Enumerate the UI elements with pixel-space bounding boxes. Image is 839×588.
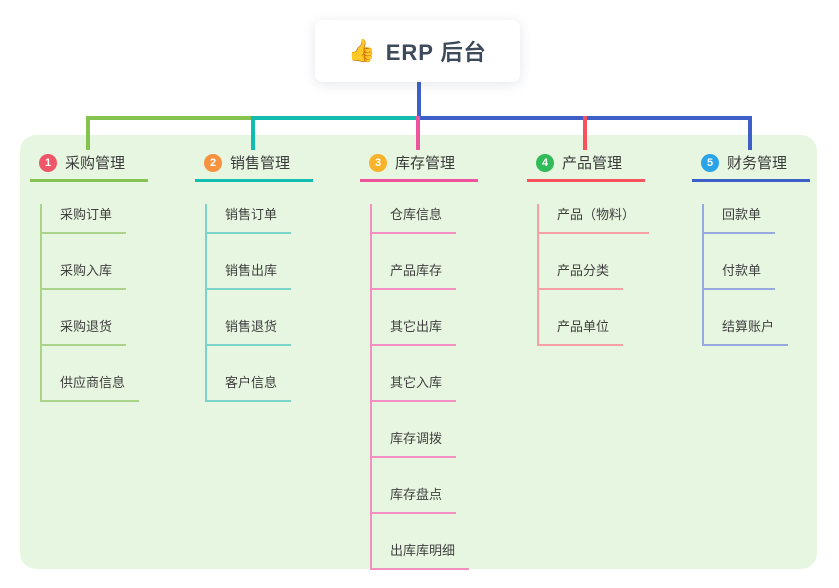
branch-title-node[interactable]: 4 产品管理 <box>527 145 645 182</box>
branch-4: 4 产品管理产品（物料） 产品分类产品单位 <box>527 145 650 346</box>
child-node[interactable]: 出库库明细 <box>372 540 470 570</box>
child-node[interactable]: 客户信息 <box>207 372 292 402</box>
root-node-label: ERP 后台 <box>385 40 487 65</box>
child-node[interactable]: 其它出库 <box>372 316 457 346</box>
bus-segment-1 <box>86 116 255 120</box>
thumbs-up-icon: 👍 <box>348 38 376 63</box>
branch-title-label: 产品管理 <box>562 155 623 172</box>
root-connector-line <box>417 82 421 118</box>
child-node[interactable]: 付款单 <box>704 260 776 290</box>
branch-number-badge: 5 <box>701 153 719 172</box>
branch-children: 仓库信息产品库存其它出库其它入库库存调拨库存盘点出库库明细 <box>370 204 478 570</box>
branch-drop-line-2 <box>251 116 255 150</box>
branch-children: 销售订单销售出库销售退货客户信息 <box>205 204 313 402</box>
child-node[interactable]: 其它入库 <box>372 372 457 402</box>
branch-children: 采购订单采购入库采购退货供应商信息 <box>40 204 148 402</box>
branches-panel <box>20 135 817 569</box>
branch-number-badge: 3 <box>369 153 387 172</box>
branch-number-badge: 1 <box>39 153 57 172</box>
child-node[interactable]: 销售退货 <box>207 316 292 346</box>
branch-2: 2 销售管理销售订单销售出库销售退货客户信息 <box>195 145 313 402</box>
child-node[interactable]: 仓库信息 <box>372 204 457 234</box>
branch-drop-line-3 <box>416 116 420 150</box>
child-node[interactable]: 产品分类 <box>539 260 624 290</box>
child-node[interactable]: 供应商信息 <box>42 372 140 402</box>
child-node[interactable]: 产品（物料） <box>539 204 650 234</box>
branch-children: 回款单付款单结算账户 <box>702 204 810 346</box>
child-node[interactable]: 销售订单 <box>207 204 292 234</box>
branch-title-label: 销售管理 <box>230 155 291 172</box>
child-node[interactable]: 库存调拨 <box>372 428 457 458</box>
branch-drop-line-4 <box>583 116 587 150</box>
branch-title-node[interactable]: 1 采购管理 <box>30 145 148 182</box>
branch-3: 3 库存管理仓库信息产品库存其它出库其它入库库存调拨库存盘点出库库明细 <box>360 145 478 570</box>
child-node[interactable]: 结算账户 <box>704 316 789 346</box>
child-node[interactable]: 产品库存 <box>372 260 457 290</box>
child-node[interactable]: 采购订单 <box>42 204 127 234</box>
branch-number-badge: 4 <box>536 153 554 172</box>
branch-children: 产品（物料） 产品分类产品单位 <box>537 204 650 346</box>
branch-number-badge: 2 <box>204 153 222 172</box>
branch-title-node[interactable]: 5 财务管理 <box>692 145 810 182</box>
bus-segment-2 <box>253 116 419 120</box>
branch-title-label: 库存管理 <box>395 155 456 172</box>
child-node[interactable]: 销售出库 <box>207 260 292 290</box>
branch-title-node[interactable]: 3 库存管理 <box>360 145 478 182</box>
branch-1: 1 采购管理采购订单采购入库采购退货供应商信息 <box>30 145 148 402</box>
branch-title-label: 财务管理 <box>727 155 788 172</box>
child-node[interactable]: 回款单 <box>704 204 776 234</box>
branch-title-node[interactable]: 2 销售管理 <box>195 145 313 182</box>
branch-5: 5 财务管理回款单付款单结算账户 <box>692 145 810 346</box>
branch-drop-line-1 <box>86 116 90 150</box>
child-node[interactable]: 采购退货 <box>42 316 127 346</box>
root-node[interactable]: 👍 ERP 后台 <box>315 20 520 82</box>
branch-title-label: 采购管理 <box>65 155 126 172</box>
child-node[interactable]: 库存盘点 <box>372 484 457 514</box>
branch-drop-line-5 <box>748 116 752 150</box>
child-node[interactable]: 采购入库 <box>42 260 127 290</box>
child-node[interactable]: 产品单位 <box>539 316 624 346</box>
